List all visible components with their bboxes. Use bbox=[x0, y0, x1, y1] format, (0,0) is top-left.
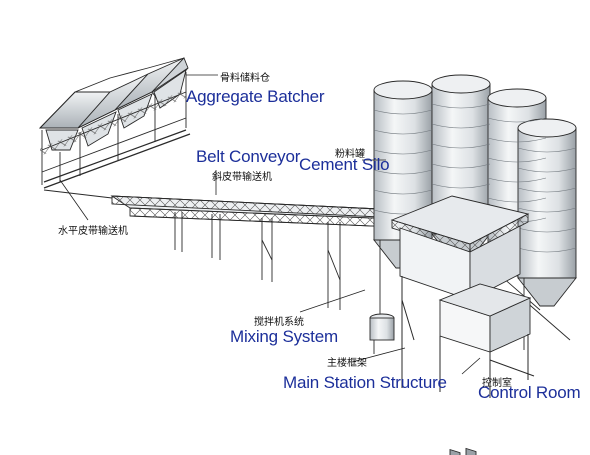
mixing-system-label-cn: 搅拌机系统 bbox=[254, 317, 304, 328]
control-room-label-cn: 控制室 bbox=[482, 378, 512, 389]
control-room-label: Control Room bbox=[478, 383, 581, 402]
main-station-label-cn: 主楼框架 bbox=[327, 358, 367, 369]
belt-conveyor-label: Belt Conveyor bbox=[196, 147, 301, 166]
belt-conveyor-label-cn: 斜皮带输送机 bbox=[212, 172, 272, 183]
main-station-label: Main Station Structure bbox=[283, 373, 447, 392]
main-station-drawing bbox=[369, 195, 535, 455]
aggregate-batcher-label: Aggregate Batcher bbox=[186, 87, 325, 106]
horizontal-belt-label-cn: 水平皮带输送机 bbox=[58, 226, 128, 237]
cement-silo-label: Cement Silo bbox=[299, 155, 390, 174]
belt-conveyor-drawing bbox=[43, 189, 421, 310]
leader-lines bbox=[59, 74, 481, 375]
cement-silo-label-cn: 粉料罐 bbox=[335, 149, 365, 160]
aggregate-batcher-label-cn: 骨料储料仓 bbox=[220, 73, 270, 84]
mixing-system-label: Mixing System bbox=[230, 327, 338, 346]
aggregate-batcher-drawing bbox=[38, 57, 191, 189]
